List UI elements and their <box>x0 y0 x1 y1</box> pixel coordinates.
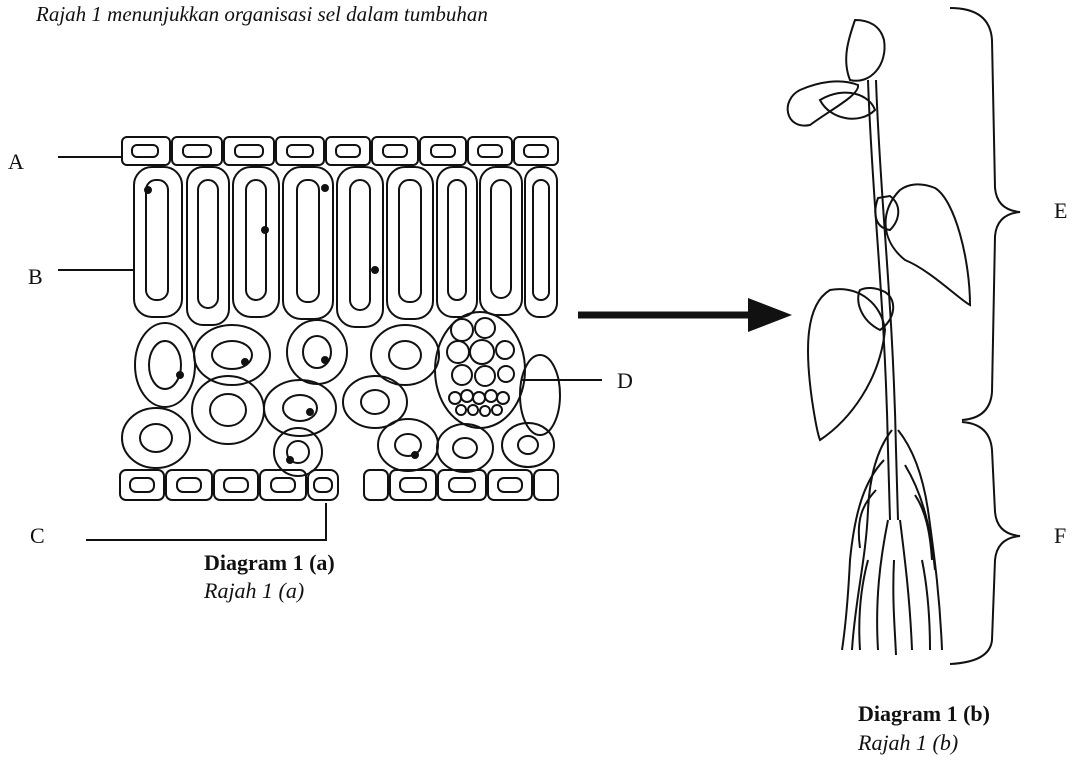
caption-malay-diagram-b: Rajah 1 (b) <box>858 730 958 756</box>
arrow <box>578 298 792 332</box>
label-f: F <box>1054 523 1066 549</box>
brace-e <box>950 8 1020 420</box>
label-c: C <box>30 523 45 549</box>
vascular-bundle <box>435 312 525 428</box>
plant-drawing <box>788 20 970 655</box>
caption-diagram-b: Diagram 1 (b) <box>858 701 990 727</box>
label-b: B <box>28 264 43 290</box>
label-e: E <box>1054 198 1067 224</box>
upper-epidermis <box>122 137 558 165</box>
leaf-cross-section <box>120 137 560 500</box>
lower-epidermis <box>120 470 558 500</box>
label-d: D <box>617 368 633 394</box>
caption-diagram-a: Diagram 1 (a) <box>204 550 335 576</box>
caption-malay-diagram-a: Rajah 1 (a) <box>204 578 304 604</box>
leader-line-c <box>86 503 326 540</box>
brace-f <box>950 422 1020 664</box>
palisade-layer <box>134 167 557 327</box>
label-a: A <box>8 149 24 175</box>
